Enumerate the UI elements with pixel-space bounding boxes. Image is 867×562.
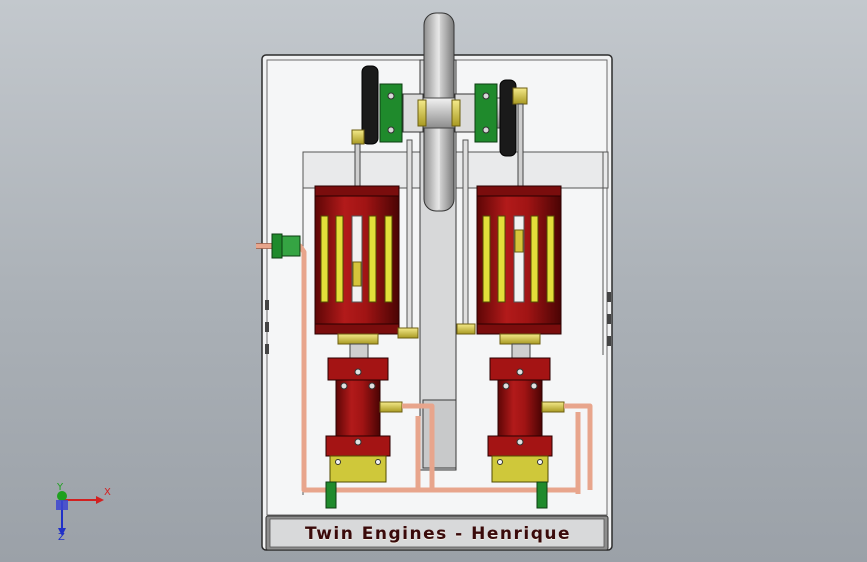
right-crank-disk[interactable] bbox=[474, 79, 528, 157]
z-axis-label: Z bbox=[58, 532, 65, 543]
left-foot-mount bbox=[325, 481, 337, 509]
right-valve-chest[interactable] bbox=[487, 357, 565, 483]
x-axis-label: X bbox=[104, 487, 111, 498]
nameplate-text: Twin Engines - Henrique bbox=[304, 524, 571, 544]
right-foot-mount bbox=[536, 481, 548, 509]
inlet-fitting[interactable] bbox=[271, 233, 301, 259]
left-crank-disk[interactable] bbox=[361, 65, 403, 145]
valve-fittings bbox=[337, 323, 541, 359]
right-cylinder-cage[interactable] bbox=[476, 185, 562, 335]
left-valve-chest[interactable] bbox=[325, 357, 403, 483]
y-axis-label: Y bbox=[57, 482, 64, 493]
left-cylinder-cage[interactable] bbox=[314, 185, 400, 335]
orientation-triad bbox=[56, 491, 104, 536]
